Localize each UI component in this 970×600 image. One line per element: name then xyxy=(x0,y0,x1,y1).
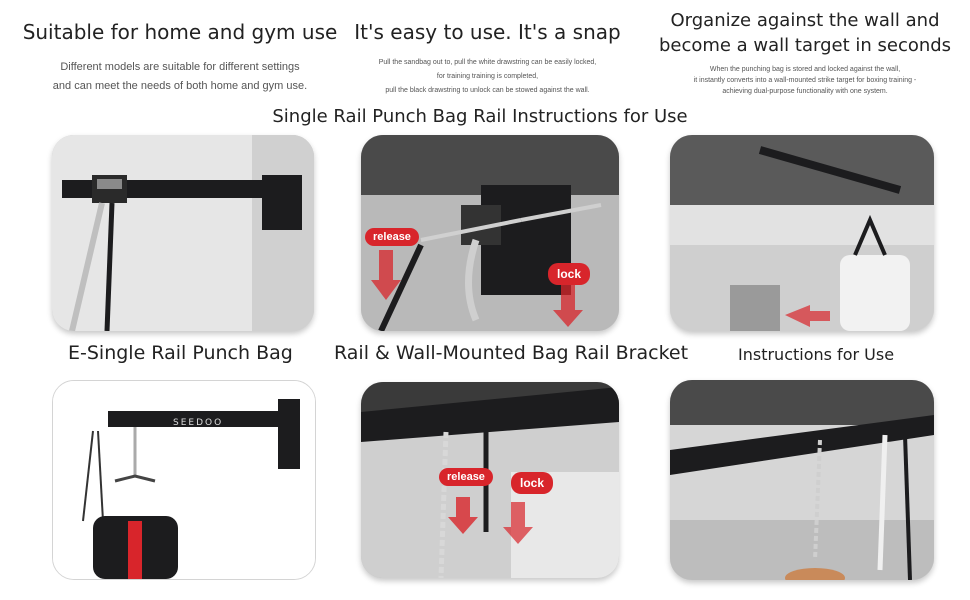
feature-title-line: Organize against the wall and xyxy=(670,10,940,31)
feature-title: It's easy to use. It's a snap xyxy=(354,20,621,44)
feature-line: pull the black drawstring to unlock can … xyxy=(385,87,590,94)
feature-line: for training training is completed, xyxy=(436,73,539,80)
feature-title-line: become a wall target in seconds xyxy=(658,35,952,56)
release-label: release xyxy=(365,228,419,246)
feature-line: Pull the sandbag out to, pull the white … xyxy=(378,59,597,66)
section-title-rail-bracket: Rail & Wall-Mounted Bag Rail Bracket xyxy=(334,342,689,364)
photo-wall-stowed xyxy=(670,135,934,331)
feature-line: When the punching bag is stored and lock… xyxy=(709,66,901,73)
section-title-e-single-rail: E-Single Rail Punch Bag xyxy=(68,342,293,364)
section-title-instructions: Instructions for Use xyxy=(738,345,895,364)
brand-text: SEEDOO xyxy=(173,418,224,428)
photo-rail-bracket xyxy=(52,135,314,331)
lock-label: lock xyxy=(511,472,554,494)
photo-bracket-room xyxy=(670,380,934,580)
section-title-single-rail: Single Rail Punch Bag Rail Instructions … xyxy=(272,106,688,127)
feature-description: When the punching bag is stored and lock… xyxy=(650,64,960,97)
feature-description: Pull the sandbag out to, pull the white … xyxy=(350,56,625,98)
feature-description: Different models are suitable for differ… xyxy=(20,58,340,96)
feature-wall-target: Organize against the wall and become a w… xyxy=(650,0,960,97)
feature-title: Organize against the wall and become a w… xyxy=(650,8,960,58)
photo-bracket-release-lock: release lock xyxy=(361,382,619,578)
photo-product-white: SEEDOO xyxy=(52,380,316,580)
lock-label: lock xyxy=(548,263,591,285)
feature-title: Suitable for home and gym use xyxy=(22,20,338,44)
feature-home-gym: Suitable for home and gym use Different … xyxy=(20,0,340,96)
feature-line: achieving dual-purpose functionality wit… xyxy=(722,88,888,95)
feature-line: Different models are suitable for differ… xyxy=(60,61,300,73)
feature-line: and can meet the needs of both home and … xyxy=(52,80,308,92)
feature-line: it instantly converts into a wall-mounte… xyxy=(693,77,917,84)
release-label: release xyxy=(439,468,493,486)
feature-easy-use: It's easy to use. It's a snap Pull the s… xyxy=(350,0,625,98)
photo-release-lock: release lock xyxy=(361,135,619,331)
